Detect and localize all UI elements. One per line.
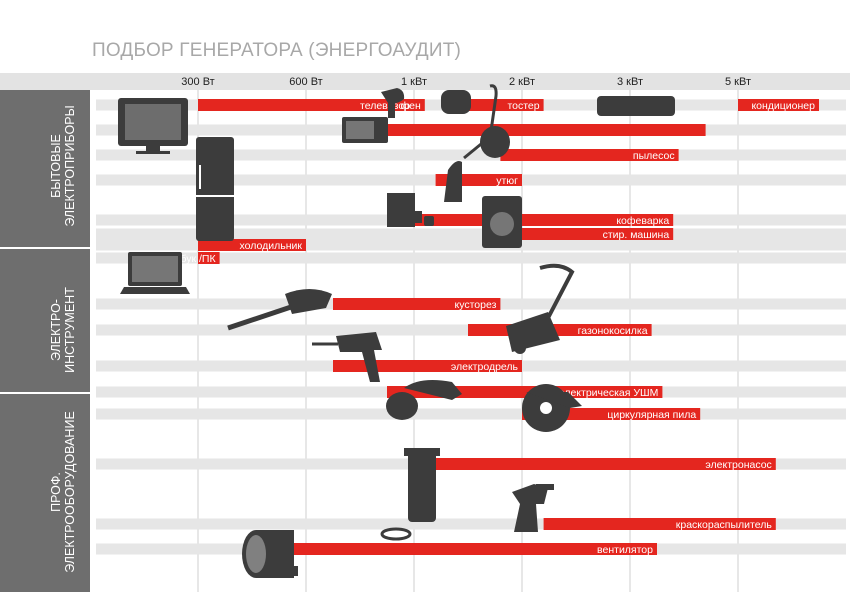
paint-sprayer-icon (512, 484, 554, 532)
bar-label: стир. машина (603, 229, 670, 241)
drill-icon (312, 332, 382, 382)
group-label-line: ЭЛЕКТРООБОРУДОВАНИЕ (63, 411, 77, 573)
x-tick-label: 1 кВт (401, 76, 427, 88)
power-bar (500, 149, 679, 161)
bar-track (96, 239, 846, 251)
power-bar (414, 99, 425, 111)
circular-saw-icon (522, 384, 582, 432)
category-sidebar (0, 90, 90, 592)
lawn-mower-icon (506, 263, 575, 354)
angle-grinder-icon (386, 380, 462, 420)
group-label-line: ЭЛЕКТРО- (49, 299, 63, 361)
toaster-icon (441, 90, 471, 114)
bar-label: вентилятор (597, 544, 653, 556)
group-label-household: БЫТОВЫЕ ЭЛЕКТРОПРИБОРЫ (49, 105, 77, 226)
vacuum-icon (463, 84, 510, 160)
duct-fan-icon (242, 530, 298, 578)
power-bar (333, 298, 501, 310)
group-label-pro-equipment: ПРОФ. ЭЛЕКТРООБОРУДОВАНИЕ (49, 411, 77, 573)
power-bar (522, 228, 674, 240)
sidebar-divider (0, 247, 90, 249)
power-bar (435, 458, 776, 470)
group-label-line: ЭЛЕКТРОПРИБОРЫ (63, 105, 77, 227)
bar-label: холодильник (240, 240, 303, 252)
bar-label: телевизор (360, 100, 410, 112)
x-tick-label: 5 кВт (725, 76, 751, 88)
x-tick-label: 300 Вт (181, 76, 214, 88)
washing-machine-icon (482, 196, 522, 248)
bar-label: кондиционер (751, 100, 815, 112)
x-tick-label: 3 кВт (617, 76, 643, 88)
group-label-line: БЫТОВЫЕ (49, 134, 63, 198)
group-label-line: ИНСТРУМЕНТ (63, 287, 77, 373)
power-bar (270, 543, 657, 555)
x-tick-label: 2 кВт (509, 76, 535, 88)
bar-label: электрическая УШМ (559, 387, 658, 399)
power-bar (198, 252, 220, 264)
laptop-icon (120, 252, 190, 294)
bar-track (96, 252, 846, 264)
hair-dryer-icon (381, 88, 405, 118)
bar-label: тостер (507, 100, 539, 112)
bar-label: электронасос (705, 459, 771, 471)
bar-label: утюг (496, 175, 518, 187)
coffee-maker-icon (387, 193, 434, 227)
fridge-icon (196, 137, 234, 241)
page-title: ПОДБОР ГЕНЕРАТОРА (ЭНЕРГОАУДИТ) (92, 40, 462, 61)
bar-label: электродрель (451, 361, 519, 373)
bar-label: кофеварка (616, 215, 669, 227)
bar-track (96, 149, 846, 161)
power-bar (198, 99, 414, 111)
power-bar (543, 518, 776, 530)
microwave-icon (342, 117, 388, 143)
bar-track (96, 518, 846, 530)
hedge-trimmer-icon (227, 289, 332, 331)
power-bar (414, 214, 674, 226)
power-bar (333, 360, 522, 372)
iron-icon (444, 161, 462, 202)
bar-label: кусторез (455, 299, 497, 311)
water-pump-icon (380, 448, 440, 541)
group-label-power-tools: ЭЛЕКТРО- ИНСТРУМЕНТ (49, 287, 77, 373)
bar-label: краскораспылитель (676, 519, 773, 531)
bar-label: фен (401, 100, 421, 112)
tv-icon (118, 98, 188, 154)
bar-label: газонокосилка (578, 325, 648, 337)
bar-track (96, 228, 846, 240)
axis-band (0, 73, 850, 90)
power-bar (387, 124, 706, 136)
bar-label: пылесос (633, 150, 675, 162)
power-bar (738, 99, 819, 111)
bar-track (96, 408, 846, 420)
bar-label: циркулярная пила (607, 409, 696, 421)
power-bar (468, 99, 544, 111)
group-label-line: ПРОФ. (49, 472, 63, 512)
air-conditioner-icon (597, 96, 675, 116)
sidebar-divider (0, 392, 90, 394)
x-tick-label: 600 Вт (289, 76, 322, 88)
power-bar (198, 239, 306, 251)
